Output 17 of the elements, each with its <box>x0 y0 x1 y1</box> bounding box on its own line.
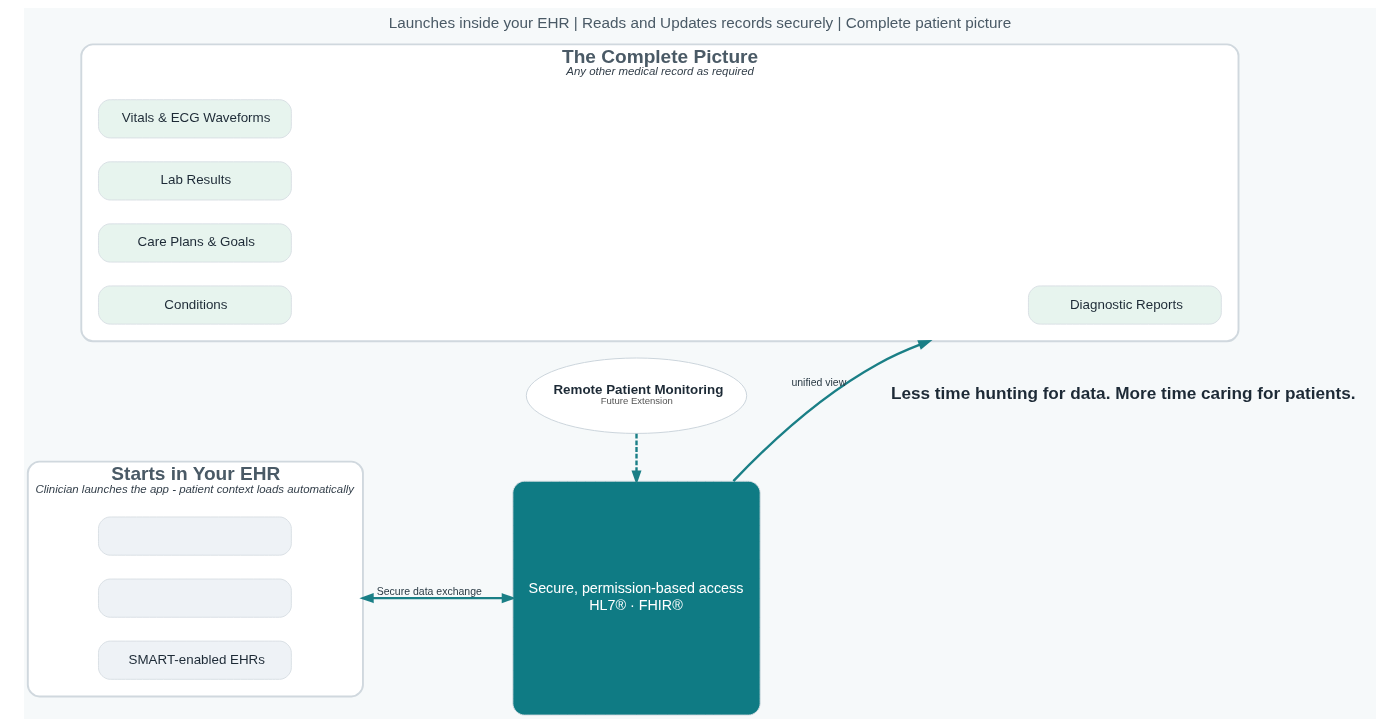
arrow <box>732 340 933 482</box>
node-box: Care Plans & Goals <box>98 223 292 263</box>
node-box: Conditions <box>98 285 292 325</box>
caption: Less time hunting for data. More time caring for patients. <box>890 382 1356 403</box>
edge-label: Secure data exchange <box>376 585 482 598</box>
node-box: Diagnostic Reports <box>1027 285 1222 325</box>
node-box: Lab Results <box>98 161 292 201</box>
node-box <box>98 516 292 556</box>
edge-label: unified view <box>791 375 847 388</box>
node-ellipse: Remote Patient Monitoring Future Extension <box>525 357 748 434</box>
diagram-title: Launches inside your EHR | Reads and Updates records securely | Complete patient picture <box>388 13 1012 31</box>
node-box <box>98 578 292 618</box>
arrow <box>631 433 642 485</box>
node-box: Vitals & ECG Waveforms <box>98 99 292 139</box>
node-box: Secure, permission-based access HL7® · FHIR® <box>512 480 761 716</box>
node-box: SMART-enabled EHRs <box>98 640 292 680</box>
arrow <box>359 593 517 604</box>
